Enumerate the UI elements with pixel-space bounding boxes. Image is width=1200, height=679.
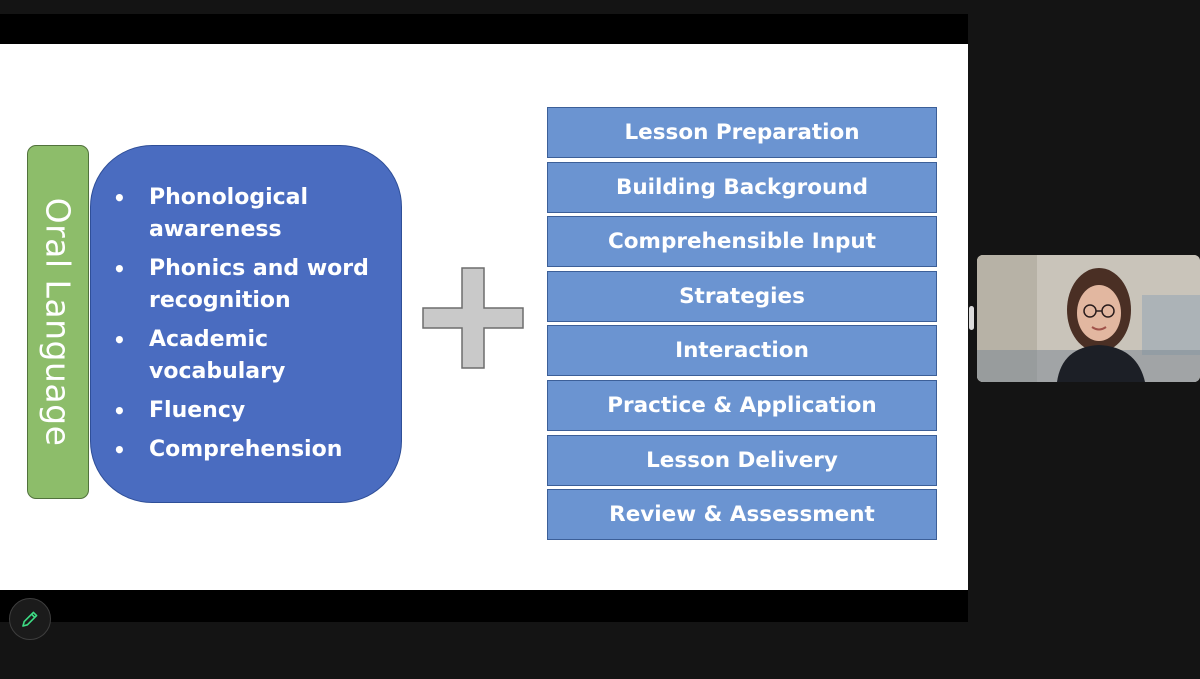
bullet-icon: • (113, 328, 126, 352)
component-box: Interaction (547, 325, 937, 377)
component-box: Strategies (547, 270, 937, 322)
plus-icon (422, 267, 524, 369)
skill-item: • Comprehension (113, 434, 383, 466)
component-box: Review & Assessment (547, 489, 937, 541)
participant-video-frame (977, 255, 1200, 382)
bullet-icon: • (113, 438, 126, 462)
component-box: Lesson Preparation (547, 107, 937, 158)
oral-language-label: Oral Language (38, 197, 78, 447)
skill-item: • Fluency (113, 395, 383, 427)
panel-resize-handle[interactable] (969, 306, 974, 330)
component-box: Comprehensible Input (547, 216, 937, 268)
annotate-button[interactable] (9, 598, 51, 640)
pencil-icon (22, 611, 38, 627)
component-box: Practice & Application (547, 379, 937, 431)
oral-language-bar (27, 145, 89, 499)
skill-item: • Phonics and word recognition (113, 253, 383, 317)
skill-text: Comprehension (149, 437, 343, 462)
skill-text: Phonics and word recognition (149, 256, 369, 313)
bullet-icon: • (113, 399, 126, 423)
component-box: Lesson Delivery (547, 434, 937, 486)
skill-text: Phonological awareness (149, 185, 309, 242)
bullet-icon: • (113, 257, 126, 281)
slide: Oral Language • Phonological awareness • Ph… (0, 44, 968, 590)
presentation-stage: Oral Language • Phonological awareness • Ph… (0, 14, 968, 622)
skill-text: Academic vocabulary (149, 327, 286, 384)
skill-item: • Phonological awareness (113, 182, 383, 246)
participant-video[interactable] (977, 255, 1200, 382)
component-box: Building Background (547, 161, 937, 213)
skills-box: • Phonological awareness • Phonics and word… (90, 145, 402, 503)
bullet-icon: • (113, 186, 126, 210)
skill-item: • Academic vocabulary (113, 324, 383, 388)
skills-list: • Phonological awareness • Phonics and word… (113, 182, 383, 473)
skill-text: Fluency (149, 398, 246, 423)
